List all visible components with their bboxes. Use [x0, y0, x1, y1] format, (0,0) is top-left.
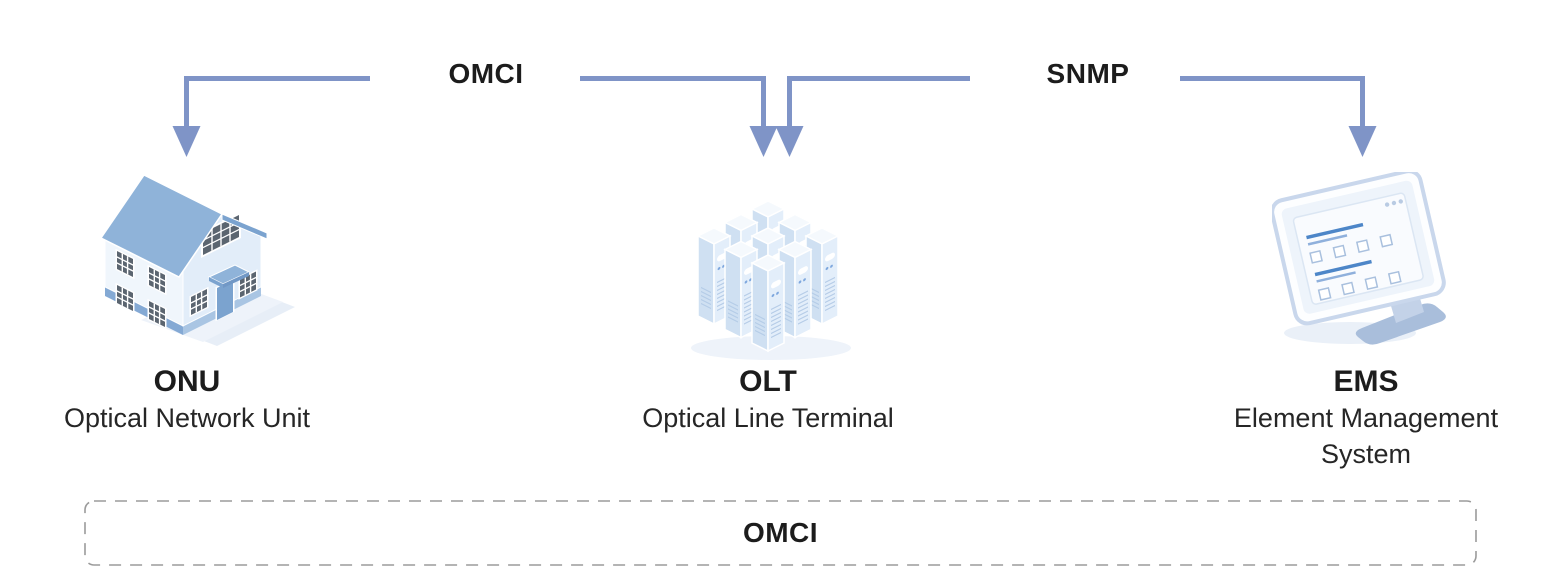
snmp-arrow-line-to-olt	[787, 76, 970, 128]
snmp-link-label: SNMP	[1046, 58, 1130, 89]
down-arrowhead-icon	[1348, 126, 1377, 157]
ems-caption: EMS Element Management System	[1186, 364, 1546, 472]
omci-arrow-line-to-onu	[184, 76, 370, 128]
onu-full-name: Optical Network Unit	[63, 403, 311, 433]
ems-acronym: EMS	[1333, 365, 1399, 398]
onu-acronym: ONU	[153, 365, 221, 398]
olt-caption: OLT Optical Line Terminal	[608, 364, 928, 436]
omci-band-label: OMCI	[742, 517, 819, 548]
monitor-icon	[1272, 172, 1446, 345]
connector-lines	[172, 76, 1377, 157]
house-icon	[99, 174, 295, 346]
server-cluster-icon	[691, 200, 851, 360]
onu-caption: ONU Optical Network Unit	[27, 364, 347, 436]
snmp-arrow-line-to-ems	[1180, 76, 1365, 128]
down-arrowhead-icon	[775, 126, 804, 157]
omci-arrow-line-to-olt	[580, 76, 766, 128]
ems-full-name: Element Management System	[1233, 403, 1499, 469]
omci-link-label: OMCI	[448, 58, 524, 89]
down-arrowhead-icon	[749, 126, 778, 157]
down-arrowhead-icon	[172, 126, 201, 157]
olt-full-name: Optical Line Terminal	[642, 403, 894, 433]
dashed-border	[84, 500, 1477, 566]
olt-acronym: OLT	[739, 365, 797, 398]
omci-scope-band: OMCI	[84, 500, 1477, 566]
